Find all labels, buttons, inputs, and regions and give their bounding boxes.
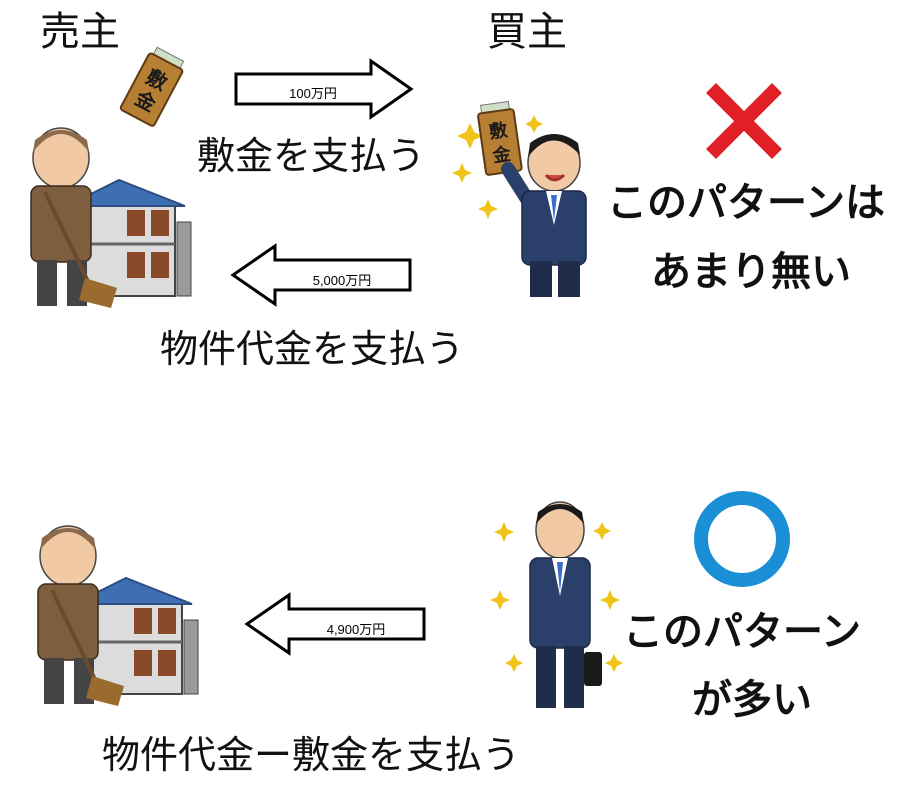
held-envelope-icon: 敷 金	[477, 100, 523, 176]
house-icon	[73, 576, 199, 695]
buyer-role-label: 買主	[487, 9, 567, 55]
seller-with-house-illustration-bottom	[37, 525, 199, 706]
cross-mark-icon	[706, 83, 782, 159]
deposit-arrow-right: 100万円	[234, 58, 414, 120]
bad-verdict-line1: このパターンは	[607, 180, 885, 226]
price-arrow-left: 5,000万円	[230, 243, 412, 307]
buyer-with-envelope-illustration: 敷 金	[452, 100, 587, 297]
held-envelope-char-bottom: 金	[490, 143, 513, 167]
deposit-amount-label: 100万円	[289, 86, 337, 101]
good-verdict-line2: が多い	[692, 677, 812, 723]
held-envelope-char-top: 敷	[488, 119, 510, 142]
buyer-standing-illustration	[490, 501, 623, 708]
deposit-envelope-icon: 敷 金	[119, 46, 185, 127]
seller-person-icon	[37, 525, 124, 706]
circle-mark-icon	[694, 491, 790, 587]
net-caption: 物件代金ー敷金を支払う	[102, 733, 521, 777]
price-caption: 物件代金を支払う	[160, 327, 465, 371]
good-verdict-line1: このパターン	[623, 609, 861, 655]
briefcase-icon	[584, 652, 602, 686]
sparkle-icon	[452, 115, 543, 219]
sparkle-icon	[490, 522, 623, 672]
buyer-person-icon	[501, 134, 587, 297]
buyer-person-icon	[529, 501, 602, 708]
net-amount-label: 4,900万円	[327, 622, 386, 637]
house-icon	[66, 178, 192, 297]
seller-with-house-illustration	[30, 127, 192, 308]
net-arrow-left: 4,900万円	[244, 592, 426, 656]
price-amount-label: 5,000万円	[313, 273, 372, 288]
bad-verdict-line2: あまり無い	[651, 249, 851, 295]
deposit-caption: 敷金を支払う	[197, 134, 426, 178]
seller-person-icon	[30, 127, 117, 308]
seller-role-label: 売主	[40, 9, 120, 55]
